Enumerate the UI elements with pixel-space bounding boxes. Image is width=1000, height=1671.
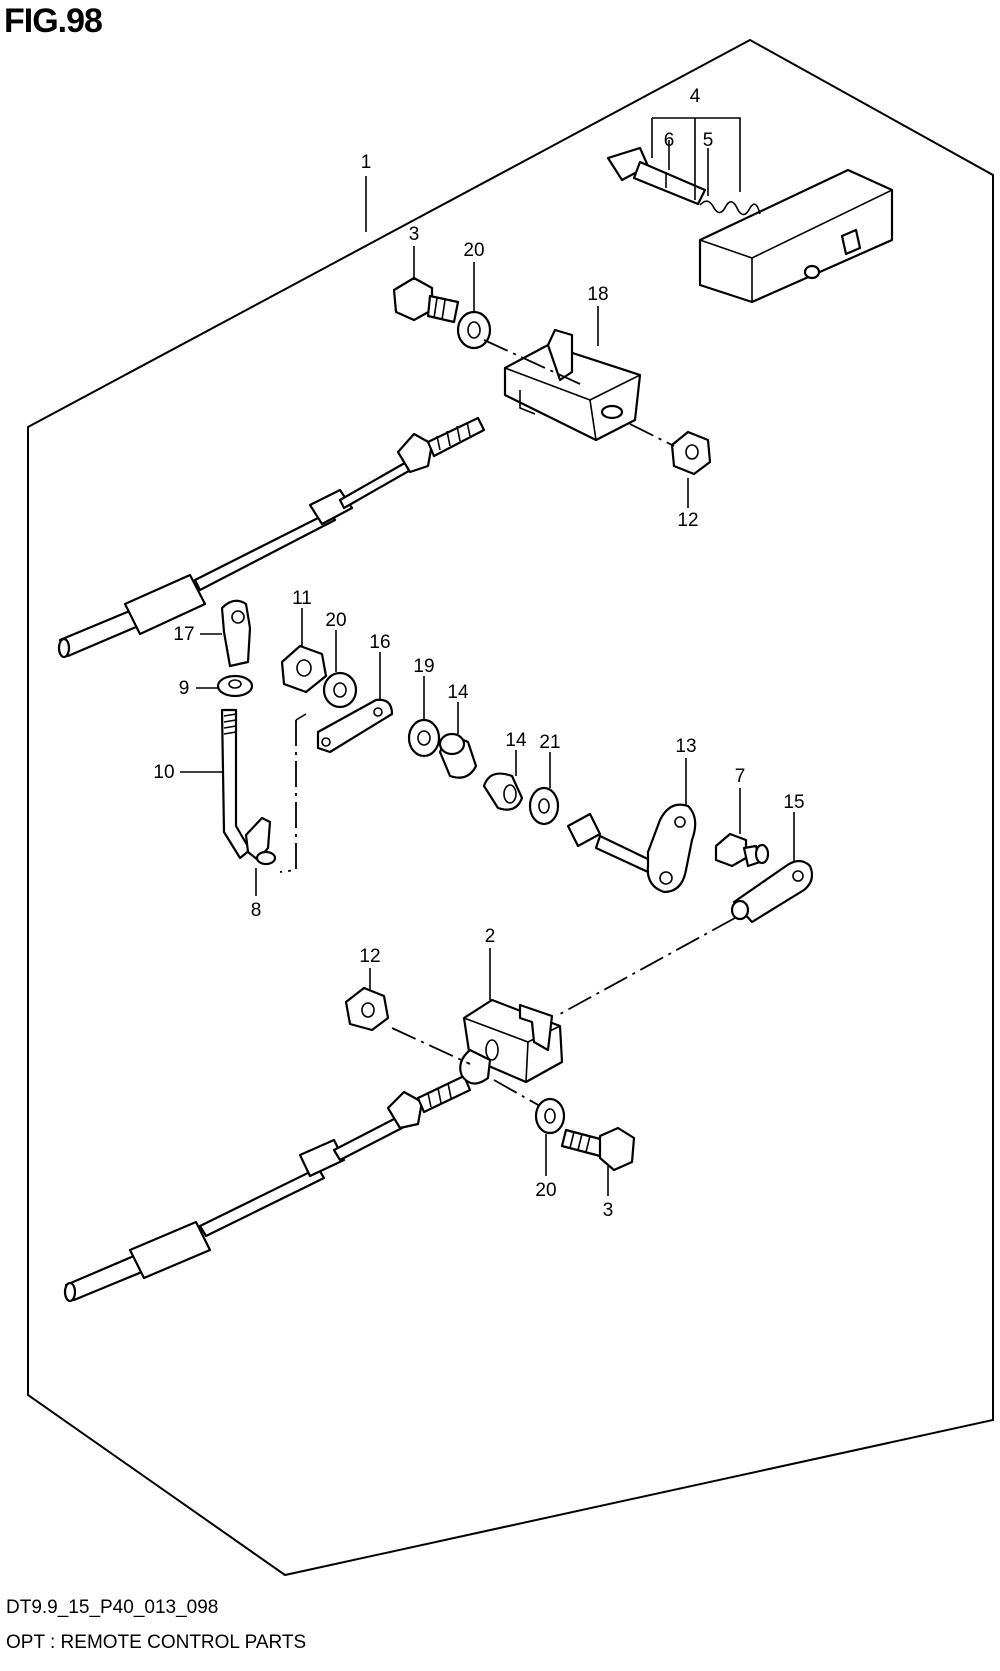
callout-19: 19 [413,656,434,677]
diagram-code: DT9.9_15_P40_013_098 [6,1597,219,1618]
callout-7: 7 [735,766,746,787]
dash-line-16-mount [295,713,307,721]
joint-17 [220,599,252,668]
callout-13: 13 [675,736,696,757]
dash-line-12-2 [391,1027,471,1065]
callout-10: 10 [153,762,174,783]
callout-14-a: 14 [447,682,469,703]
callout-16: 16 [369,632,390,653]
callout-6: 6 [664,130,675,151]
washer-20-upper [456,310,492,350]
bolt-3-lower [560,1126,636,1172]
dash-line-2-20 [493,1079,541,1107]
bushing-14a [438,732,478,779]
clip-8 [244,816,277,866]
callout-15: 15 [783,792,804,813]
leader-lines [180,117,795,1196]
callout-21: 21 [539,732,560,753]
upper-cable [57,416,486,659]
callout-3-lower: 3 [603,1200,614,1221]
lever-13 [566,803,697,894]
plate-16 [316,698,394,754]
callout-11: 11 [292,588,312,609]
bracket-2 [459,998,564,1085]
callout-12-lower: 12 [359,946,380,967]
dash-line-15-2 [559,917,736,1015]
callout-14-b: 14 [505,730,527,751]
callout-17: 17 [173,624,194,645]
bolt-3-upper [392,276,460,324]
callout-12-upper: 12 [677,510,698,531]
callout-5: 5 [703,130,714,151]
kit-frame [27,38,994,1577]
callout-2: 2 [485,926,496,947]
washer-21 [528,786,560,826]
callout-9: 9 [179,678,190,699]
callout-20-middle: 20 [325,610,346,631]
knob-assembly [606,146,894,304]
nut-11 [280,644,328,694]
callout-18: 18 [587,284,608,305]
diagram-caption: OPT : REMOTE CONTROL PARTS [6,1632,307,1653]
joint-15 [730,859,814,924]
callout-20-lower: 20 [535,1180,556,1201]
lower-cable [63,1074,472,1303]
ball-stud-7 [714,832,770,868]
callout-20-upper: 20 [463,240,484,261]
bushing-14b [482,772,524,811]
nut-12-upper [670,430,712,476]
washer-20-middle [322,671,358,709]
bracket-18 [503,328,642,442]
callout-4: 4 [690,86,701,107]
nut-12-lower [344,986,390,1032]
washer-19 [407,718,441,758]
nut-9 [216,674,254,698]
washer-20-lower [534,1097,566,1135]
callout-8: 8 [251,900,262,921]
figure-title: FIG.98 [4,2,103,40]
callout-1: 1 [361,152,372,173]
callout-3-upper: 3 [409,224,420,245]
dash-line-8-16 [279,720,297,873]
